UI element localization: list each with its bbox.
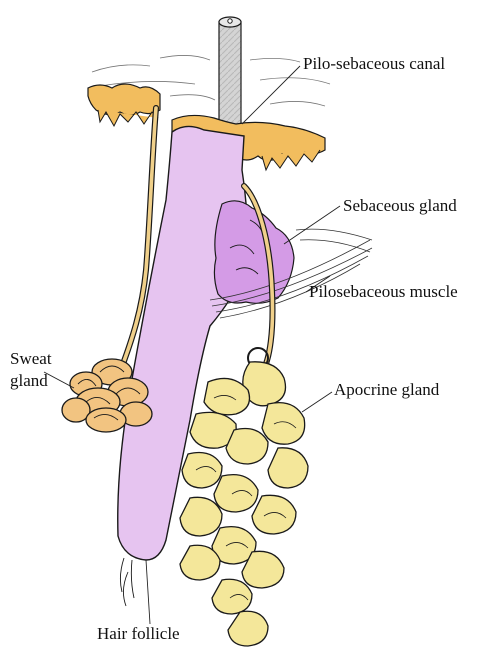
label-sebaceous-gland: Sebaceous gland	[343, 196, 457, 216]
label-pilo-sebaceous-canal: Pilo-sebaceous canal	[303, 54, 445, 74]
hair-shaft	[219, 17, 241, 134]
hair-bulb	[120, 558, 134, 606]
label-pilosebaceous-muscle: Pilosebaceous muscle	[309, 282, 458, 302]
leader-hair-follicle	[146, 560, 150, 624]
apocrine-gland	[180, 362, 308, 646]
label-sweat-gland: Sweat gland	[10, 348, 70, 392]
leader-apocrine	[302, 392, 332, 412]
label-hair-follicle: Hair follicle	[97, 624, 180, 644]
label-apocrine-gland: Apocrine gland	[334, 380, 439, 400]
leader-pilo-canal	[242, 66, 300, 124]
label-sweat-gland-line1: Sweat	[10, 348, 70, 370]
leader-sebaceous	[284, 206, 340, 244]
label-sweat-gland-line2: gland	[10, 370, 70, 392]
